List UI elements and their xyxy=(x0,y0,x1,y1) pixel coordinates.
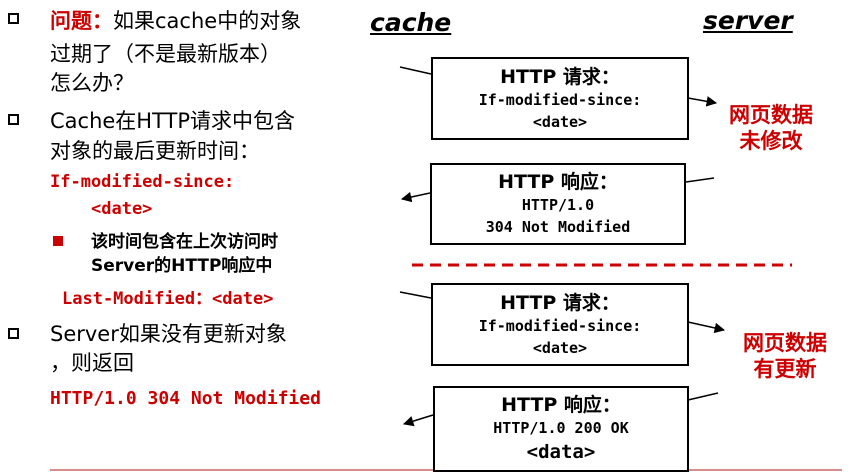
response-data-2: <data> xyxy=(526,441,596,463)
bullet-square-3 xyxy=(8,328,19,339)
request-arrow-2-out xyxy=(687,321,726,334)
cache-heading: cache xyxy=(370,8,452,37)
question-text-1: 如果cache中的对象 xyxy=(113,9,302,33)
response-status-2: HTTP/1.0 200 OK xyxy=(493,419,629,437)
response-arrow-2-in xyxy=(687,392,719,401)
response-box-1: HTTP 响应： HTTP/1.0 304 Not Modified xyxy=(430,163,686,245)
request-title-1: HTTP 请求： xyxy=(500,65,620,88)
question-line-3: 怎么办？ xyxy=(50,71,134,95)
response-arrow-2-out xyxy=(402,414,434,427)
status-not-modified-line-1: 网页数据 xyxy=(729,103,813,127)
status-not-modified: 网页数据 未修改 xyxy=(716,102,826,154)
request-arrow-2-in xyxy=(399,291,432,299)
bullet-square-2 xyxy=(8,114,19,125)
status-not-modified-line-2: 未修改 xyxy=(739,129,803,153)
server-desc-line-1: Server如果没有更新对象 xyxy=(50,322,287,346)
response-box-2: HTTP 响应： HTTP/1.0 200 OK <data> xyxy=(433,386,689,472)
sub-bullet-line-2: Server的HTTP响应中 xyxy=(91,256,273,276)
status-updated-line-2: 有更新 xyxy=(753,357,817,381)
question-label: 问题： xyxy=(50,9,113,33)
not-modified-code: HTTP/1.0 304 Not Modified xyxy=(50,388,321,409)
red-square-bullet xyxy=(53,236,63,246)
response-title-2: HTTP 响应： xyxy=(501,394,621,416)
request-arrow-1-out xyxy=(687,96,718,107)
response-title-1: HTTP 响应： xyxy=(498,171,618,193)
request-box-2: HTTP 请求： If-modified-since: <date> xyxy=(431,283,689,366)
status-updated: 网页数据 有更新 xyxy=(730,330,840,382)
date-code: <date> xyxy=(91,199,153,219)
bullet-square-1 xyxy=(8,13,19,24)
request-date-2: <date> xyxy=(532,338,588,357)
status-updated-line-1: 网页数据 xyxy=(743,331,827,355)
request-arrow-1-in xyxy=(399,66,432,75)
response-version-1: HTTP/1.0 xyxy=(521,196,595,214)
request-title-2: HTTP 请求： xyxy=(500,291,620,314)
request-header-2: If-modified-since: xyxy=(478,316,642,335)
if-modified-since-code: If-modified-since: xyxy=(50,172,235,192)
response-arrow-1-in xyxy=(685,177,715,183)
request-box-1: HTTP 请求： If-modified-since: <date> xyxy=(431,57,689,140)
cache-desc-line-1: Cache在HTTP请求中包含 xyxy=(50,109,296,133)
request-date-1: <date> xyxy=(532,112,588,131)
response-arrow-1-out xyxy=(400,191,431,203)
sub-bullet-line-1: 该时间包含在上次访问时 xyxy=(91,232,278,252)
server-desc-line-2: ，则返回 xyxy=(50,351,134,375)
cache-desc-line-2: 对象的最后更新时间： xyxy=(50,139,260,163)
server-heading: server xyxy=(703,6,793,35)
question-line-1: 问题：如果cache中的对象 xyxy=(50,6,301,36)
last-modified-code: Last-Modified：<date> xyxy=(62,289,274,309)
request-header-1: If-modified-since: xyxy=(478,90,642,109)
question-line-2: 过期了（不是最新版本） xyxy=(50,42,281,66)
response-status-1: 304 Not Modified xyxy=(485,218,631,236)
